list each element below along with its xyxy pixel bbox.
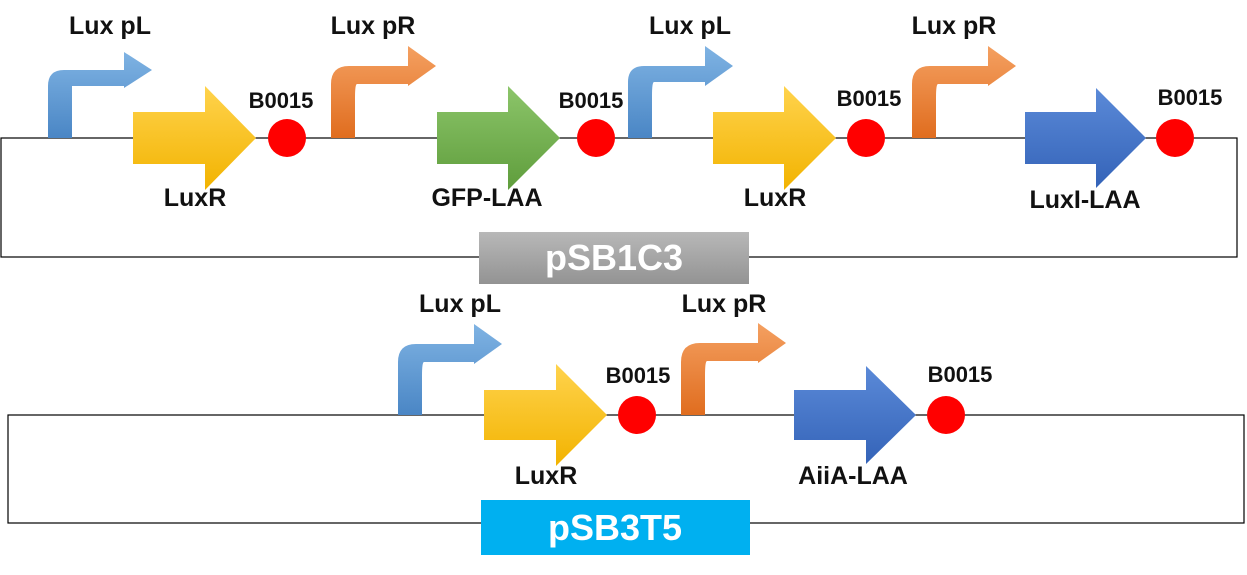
c2-gene-2-arrow bbox=[794, 366, 916, 464]
backbone-2-box bbox=[481, 500, 750, 555]
c2-promoter-2-label: Lux pR bbox=[682, 290, 767, 318]
c2-gene-2-label: AiiA-LAA bbox=[798, 462, 908, 490]
c2-terminator-1-marker bbox=[618, 396, 656, 434]
c2-gene-1-label: LuxR bbox=[515, 462, 578, 490]
gene-4-label: LuxI-LAA bbox=[1029, 186, 1140, 214]
c2-gene-1-arrow bbox=[484, 364, 607, 466]
construct-2: Lux pL LuxR B0015 Lux pR AiiA-LAA B0015 … bbox=[7, 290, 1245, 555]
c2-promoter-2-arrow bbox=[681, 323, 786, 415]
promoter-3-label: Lux pL bbox=[649, 12, 731, 40]
gene-3-arrow bbox=[713, 86, 836, 190]
promoter-2-label: Lux pR bbox=[331, 12, 416, 40]
gene-2-arrow bbox=[437, 86, 560, 190]
terminator-1-label: B0015 bbox=[249, 88, 314, 113]
c2-promoter-1-label: Lux pL bbox=[419, 290, 501, 318]
terminator-4-marker bbox=[1156, 119, 1194, 157]
promoter-4-label: Lux pR bbox=[912, 12, 997, 40]
promoter-1-label: Lux pL bbox=[69, 12, 151, 40]
gene-2-label: GFP-LAA bbox=[431, 184, 542, 212]
promoter-2-arrow bbox=[331, 46, 436, 138]
terminator-2-marker bbox=[577, 119, 615, 157]
construct-1: Lux pL LuxR B0015 Lux pR GFP-LAA B0015 L… bbox=[0, 12, 1238, 284]
terminator-2-label: B0015 bbox=[559, 88, 624, 113]
promoter-3-arrow bbox=[628, 46, 733, 138]
c2-terminator-2-label: B0015 bbox=[928, 362, 993, 387]
gene-3-label: LuxR bbox=[744, 184, 807, 212]
gene-4-arrow bbox=[1025, 88, 1146, 188]
backbone-1-box bbox=[479, 232, 749, 284]
terminator-3-marker bbox=[847, 119, 885, 157]
c2-terminator-2-marker bbox=[927, 396, 965, 434]
c2-terminator-1-label: B0015 bbox=[606, 363, 671, 388]
backbone-1-label: pSB1C3 bbox=[545, 237, 683, 278]
promoter-1-arrow bbox=[48, 52, 152, 138]
c2-promoter-1-arrow bbox=[398, 324, 502, 415]
terminator-1-marker bbox=[268, 119, 306, 157]
backbone-2-label: pSB3T5 bbox=[548, 507, 682, 548]
promoter-4-arrow bbox=[912, 46, 1016, 138]
gene-1-label: LuxR bbox=[164, 184, 227, 212]
terminator-4-label: B0015 bbox=[1158, 85, 1223, 110]
gene-1-arrow bbox=[133, 86, 256, 190]
terminator-3-label: B0015 bbox=[837, 86, 902, 111]
